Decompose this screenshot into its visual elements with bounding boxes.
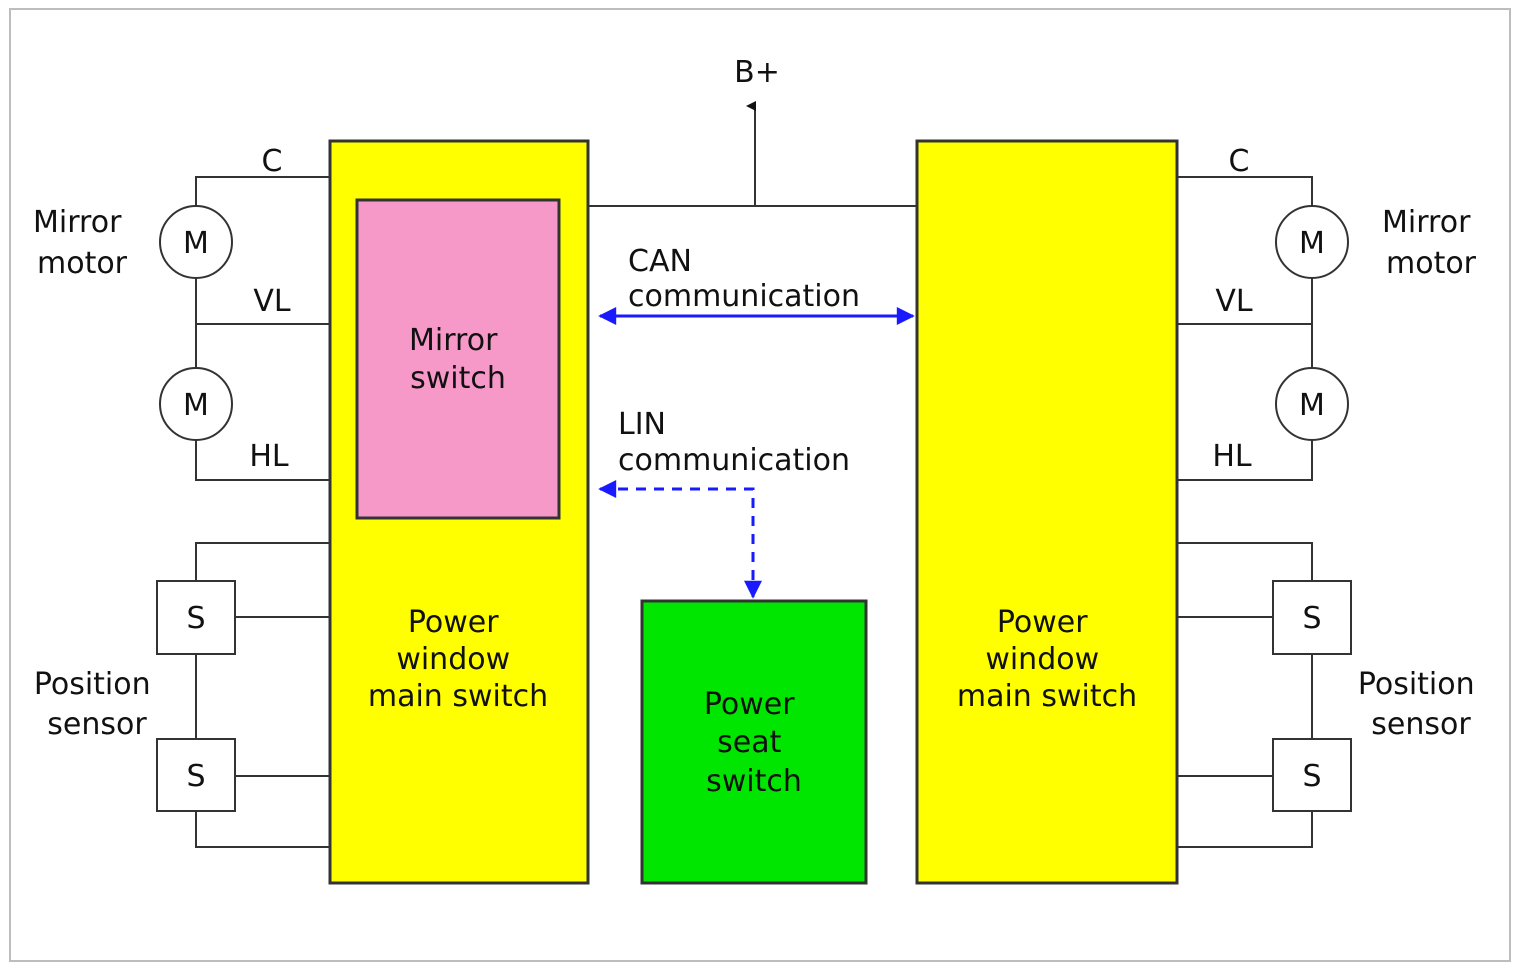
right-sensor-lower-symbol: S (1302, 759, 1321, 794)
supply-line: B+ (588, 55, 917, 207)
seat-switch-line-1: Power (704, 687, 795, 722)
left-motor-lower-symbol: M (183, 388, 209, 423)
left-main-line-1: Power (408, 605, 499, 640)
left-motor-label-1: Mirror (33, 205, 122, 240)
right-main-line-2: window (985, 642, 1099, 677)
right-position-sensors: S S Position sensor (1177, 542, 1484, 848)
left-motor-upper (159, 205, 233, 279)
left-motor-label-2: motor (37, 246, 128, 281)
right-motor-upper (1275, 205, 1349, 279)
right-wire-hl-label: HL (1212, 439, 1252, 474)
power-seat-switch: Power seat switch (640, 599, 868, 885)
right-motor-label-2: motor (1386, 246, 1477, 281)
svg-text:Power window main: Power window main switch (957, 605, 1137, 714)
left-motor-lower (159, 367, 233, 441)
left-sensor-upper-symbol: S (186, 601, 205, 636)
left-position-sensors: S S Position sensor (34, 542, 330, 848)
left-sensor-label-1: Position (34, 667, 151, 702)
right-main-line-1: Power (997, 605, 1088, 640)
right-sensor-label-2: sensor (1371, 707, 1471, 742)
mirror-switch-line-2: switch (410, 361, 506, 396)
left-wire-c-label: C (262, 144, 283, 179)
left-wire-hl-label: HL (249, 439, 289, 474)
right-sensor-upper (1272, 580, 1352, 655)
lin-label-2: communication (618, 443, 850, 478)
can-label-2: communication (628, 279, 860, 314)
svg-text:CAN communication: CAN communication (628, 244, 860, 314)
left-sensor-lower (156, 738, 236, 812)
mirror-switch: Mirror switch (355, 198, 561, 520)
left-sensor-upper (156, 580, 236, 655)
mirror-switch-line-1: Mirror (409, 323, 498, 358)
left-sensor-lower-symbol: S (186, 759, 205, 794)
right-motor-lower-symbol: M (1299, 388, 1325, 423)
left-motor-upper-symbol: M (183, 226, 209, 261)
svg-text:Mirror switch: Mirror switch (409, 323, 507, 396)
svg-text:Position sensor: Position sensor (34, 667, 160, 742)
svg-text:Power seat switch: Power seat switch (704, 687, 804, 799)
right-sensor-label-1: Position (1358, 667, 1475, 702)
right-motor-lower (1275, 367, 1349, 441)
left-mirror-motors: M M C VL HL Mirror motor (33, 144, 330, 481)
right-main-line-3: main switch (957, 679, 1137, 714)
right-motor-upper-symbol: M (1299, 226, 1325, 261)
svg-text:LIN communication: LIN communication (618, 407, 850, 478)
supply-label: B+ (734, 55, 780, 90)
left-main-line-2: window (396, 642, 510, 677)
left-wire-vl-label: VL (253, 284, 291, 319)
right-wire-c-label: C (1229, 144, 1250, 179)
svg-text:Power window main: Power window main switch (368, 605, 548, 714)
right-wire-vl-label: VL (1215, 284, 1253, 319)
svg-text:Position sensor: Position sensor (1358, 667, 1484, 742)
right-mirror-motors: M M C VL HL Mirror motor (1177, 144, 1480, 481)
svg-text:Mirror motor: Mirror motor (1382, 205, 1480, 281)
can-link: CAN communication (598, 244, 915, 325)
lin-link: LIN communication (598, 407, 850, 599)
left-main-line-3: main switch (368, 679, 548, 714)
can-label-1: CAN (628, 244, 692, 279)
lin-label-1: LIN (618, 407, 666, 442)
svg-text:Mirror motor: Mirror motor (33, 205, 131, 281)
seat-switch-line-3: switch (706, 764, 802, 799)
right-sensor-upper-symbol: S (1302, 601, 1321, 636)
left-sensor-label-2: sensor (47, 707, 147, 742)
right-power-window-main-switch: Power window main switch (915, 139, 1179, 885)
right-sensor-lower (1272, 738, 1352, 812)
right-motor-label-1: Mirror (1382, 205, 1471, 240)
seat-switch-line-2: seat (717, 725, 781, 760)
